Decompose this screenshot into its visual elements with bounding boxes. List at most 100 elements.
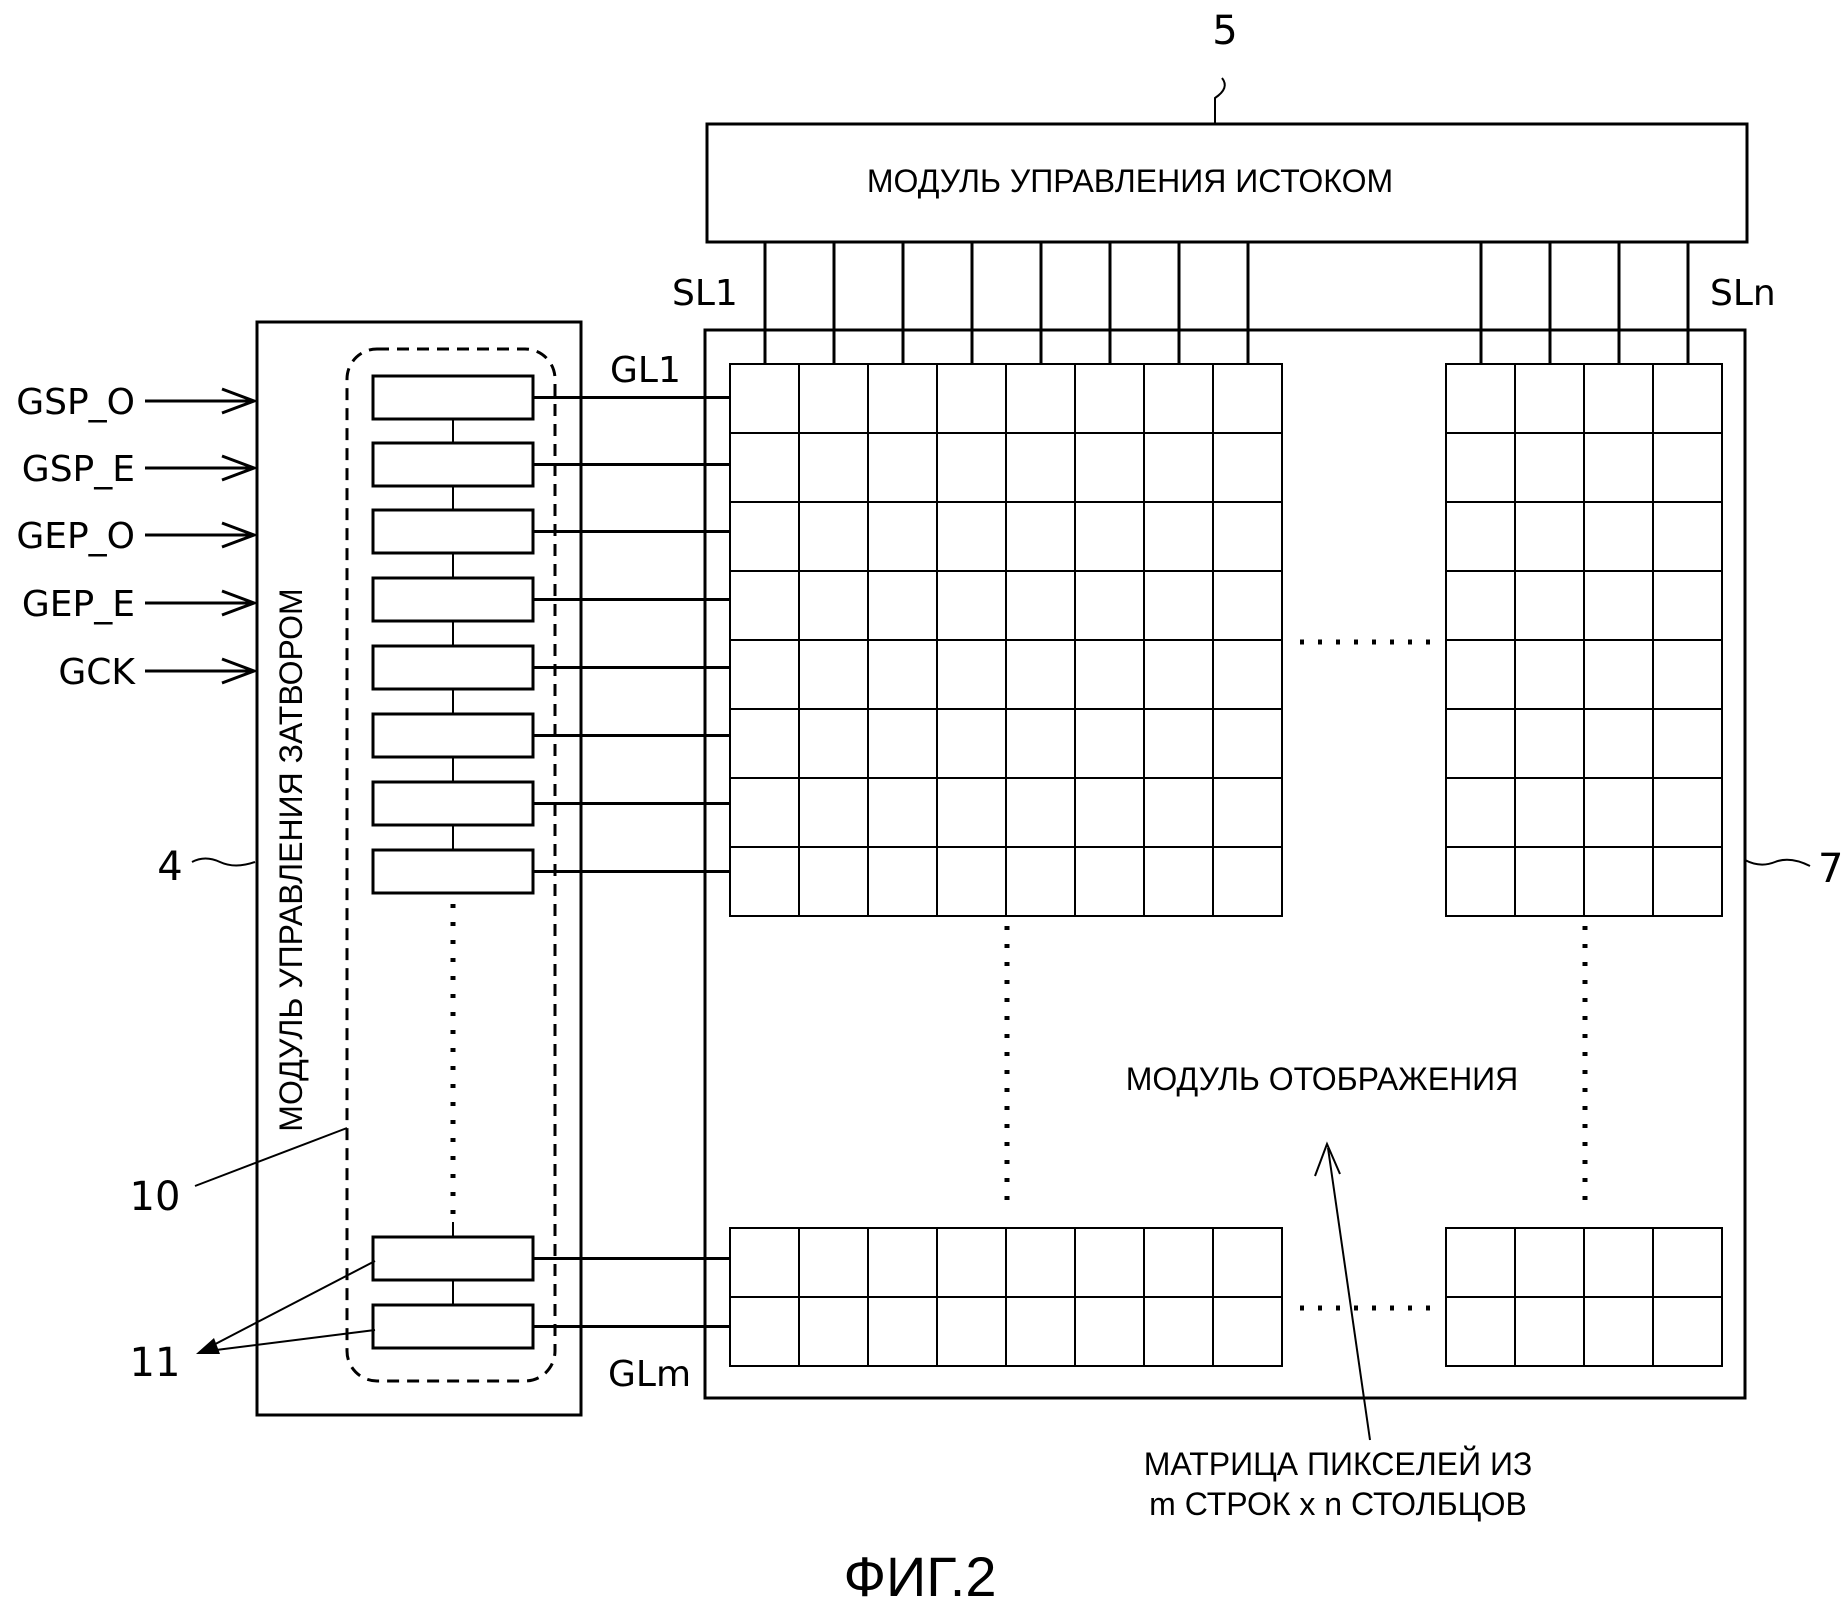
- pixel-cell: [1514, 1227, 1585, 1298]
- ref-4-leader: [191, 857, 256, 867]
- pixel-cell: [1583, 708, 1654, 779]
- pixel-cell: [1005, 432, 1076, 503]
- pixel-cell: [798, 777, 869, 848]
- ref-4: 4: [157, 844, 182, 890]
- pixel-cell: [1583, 1227, 1654, 1298]
- pixel-cell: [1212, 432, 1283, 503]
- pixel-cell: [729, 501, 800, 572]
- pixel-cell: [1005, 639, 1076, 710]
- pixel-cell: [1445, 1296, 1516, 1367]
- ref-11: 11: [130, 1340, 181, 1386]
- pixel-cell: [1652, 639, 1723, 710]
- figure-caption: ФИГ.2: [843, 1545, 996, 1608]
- pixel-cell: [1143, 1227, 1214, 1298]
- pixel-matrix: [729, 363, 1723, 1367]
- pixel-cell: [1005, 1227, 1076, 1298]
- pixel-cell: [867, 432, 938, 503]
- ref-7-leader: [1744, 858, 1811, 867]
- pixel-cell: [1445, 639, 1516, 710]
- pixel-cell: [1514, 432, 1585, 503]
- pixel-cell: [1514, 777, 1585, 848]
- ref-11-leader-b: [199, 1329, 376, 1353]
- signal-label: GEP_O: [16, 516, 135, 557]
- pixel-cell: [936, 846, 1007, 917]
- pixel-cell: [1143, 1296, 1214, 1367]
- pixel-cell: [1445, 501, 1516, 572]
- pixel-cell: [1143, 846, 1214, 917]
- shift-register-enclosure: [345, 347, 557, 1383]
- pixel-cell: [1514, 846, 1585, 917]
- ref-11-arrowhead: [196, 1338, 220, 1354]
- sl1-label: SL1: [672, 273, 738, 314]
- pixel-cell: [729, 846, 800, 917]
- ref-5: 5: [1212, 8, 1237, 54]
- pixel-cell: [867, 570, 938, 641]
- shift-register-stage: [371, 1303, 535, 1350]
- pixel-cell: [936, 1227, 1007, 1298]
- pixel-cell: [798, 846, 869, 917]
- pixel-cell: [1445, 1227, 1516, 1298]
- pixel-cell: [1583, 846, 1654, 917]
- ref-7: 7: [1818, 846, 1843, 892]
- pixel-cell: [1445, 570, 1516, 641]
- matrix-pointer: [1327, 1147, 1371, 1441]
- gl1-label: GL1: [610, 350, 681, 391]
- pixel-cell: [1074, 708, 1145, 779]
- pixel-cell: [1212, 501, 1283, 572]
- shift-register-stage: [371, 848, 535, 895]
- pixel-cell: [798, 363, 869, 434]
- pixel-cell: [1005, 846, 1076, 917]
- pixel-cell: [798, 432, 869, 503]
- pixel-cell: [729, 1296, 800, 1367]
- signal-arrowhead: [221, 387, 259, 415]
- shift-register-stages: [371, 374, 730, 1350]
- pixel-cell: [1514, 639, 1585, 710]
- source-lines: [763, 242, 1690, 364]
- pixel-cell: [1005, 708, 1076, 779]
- display-panel-box: [703, 328, 1747, 1400]
- pixel-cell: [1074, 1296, 1145, 1367]
- shift-register-stage: [371, 780, 535, 827]
- pixel-cell: [1583, 363, 1654, 434]
- display-module-label: МОДУЛЬ ОТОБРАЖЕНИЯ: [1126, 1061, 1519, 1097]
- pixel-cell: [1514, 708, 1585, 779]
- pixel-cell: [1074, 846, 1145, 917]
- pixel-cell: [1005, 570, 1076, 641]
- pixel-cell: [1652, 570, 1723, 641]
- gate-driver-label: МОДУЛЬ УПРАВЛЕНИЯ ЗАТВОРОМ: [273, 588, 309, 1131]
- pixel-cell: [798, 639, 869, 710]
- pixel-cell: [1074, 777, 1145, 848]
- shift-register-stage: [371, 374, 535, 421]
- pixel-cell: [867, 363, 938, 434]
- shift-register-stage: [371, 441, 535, 488]
- pixel-cell: [1652, 777, 1723, 848]
- pixel-cell: [867, 846, 938, 917]
- pixel-cell: [1514, 570, 1585, 641]
- pixel-cell: [1005, 363, 1076, 434]
- pixel-cell: [729, 777, 800, 848]
- pixel-cell: [1074, 363, 1145, 434]
- pixel-cell: [1445, 708, 1516, 779]
- gate-driver-box: [255, 320, 583, 1417]
- pixel-cell: [867, 639, 938, 710]
- pixel-cell: [1143, 570, 1214, 641]
- pixel-cell: [1212, 1296, 1283, 1367]
- pixel-cell: [729, 708, 800, 779]
- pixel-cell: [1074, 570, 1145, 641]
- pixel-cell: [1143, 777, 1214, 848]
- pixel-cell: [936, 432, 1007, 503]
- pixel-cell: [729, 363, 800, 434]
- signal-arrowhead: [221, 589, 259, 617]
- signal-label: GSP_O: [16, 382, 135, 423]
- matrix-caption-2: m СТРОК x n СТОЛБЦОВ: [1149, 1486, 1527, 1522]
- pixel-cell: [1652, 432, 1723, 503]
- pixel-cell: [1652, 1227, 1723, 1298]
- pixel-cell: [1212, 777, 1283, 848]
- pixel-cell: [936, 708, 1007, 779]
- pixel-cell: [798, 570, 869, 641]
- pixel-cell: [936, 363, 1007, 434]
- pixel-cell: [867, 1227, 938, 1298]
- pixel-cell: [798, 1296, 869, 1367]
